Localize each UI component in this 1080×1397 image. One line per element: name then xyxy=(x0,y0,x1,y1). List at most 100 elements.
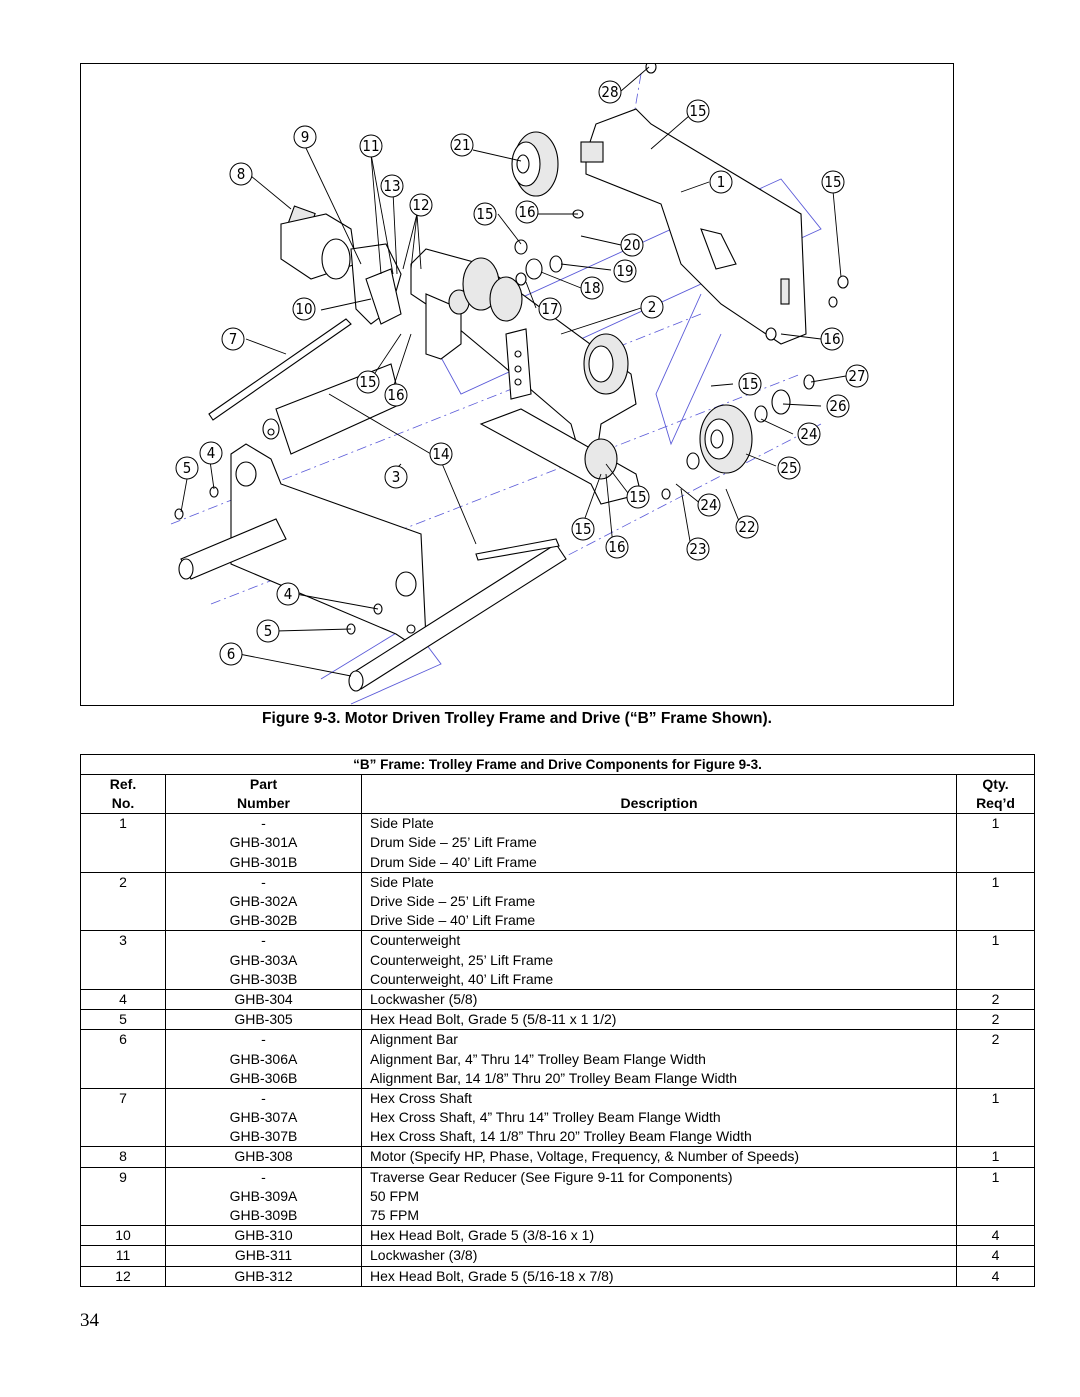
svg-text:15: 15 xyxy=(741,375,758,393)
parts-table: “B” Frame: Trolley Frame and Drive Compo… xyxy=(79,753,1036,1287)
callout-27: 27 xyxy=(845,364,869,388)
part-number-cell: GHB-312 xyxy=(165,1265,362,1287)
qty-cell xyxy=(955,969,1036,990)
svg-text:7: 7 xyxy=(229,330,238,348)
ref-cell: 3 xyxy=(80,930,166,951)
part-number-cell: - xyxy=(165,1029,362,1050)
callout-16: 16 xyxy=(384,383,408,407)
callout-group: 28 15 9 11 21 8 13 12 1 15 15 16 20 19 1… xyxy=(175,80,869,666)
ref-cell: 8 xyxy=(80,1146,166,1168)
description-cell: 50 FPM xyxy=(361,1186,957,1206)
svg-text:3: 3 xyxy=(392,468,401,486)
svg-text:15: 15 xyxy=(689,102,706,120)
qty-cell xyxy=(955,1127,1036,1147)
ref-cell xyxy=(80,911,166,931)
svg-text:4: 4 xyxy=(207,444,216,462)
part-number-cell: GHB-304 xyxy=(165,988,362,1010)
part-number-cell: GHB-302B xyxy=(165,911,362,931)
qty-cell: 1 xyxy=(955,1087,1036,1108)
part-number-cell: GHB-311 xyxy=(165,1245,362,1266)
qty-cell: 1 xyxy=(955,1146,1036,1168)
ref-cell: 11 xyxy=(80,1245,166,1266)
callout-15: 15 xyxy=(626,485,650,509)
exploded-drawing: 28 15 9 11 21 8 13 12 1 15 15 16 20 19 1… xyxy=(170,64,869,705)
description-cell: Traverse Gear Reducer (See Figure 9-11 f… xyxy=(361,1166,957,1187)
svg-text:16: 16 xyxy=(518,203,535,221)
exploded-view-figure: 28 15 9 11 21 8 13 12 1 15 15 16 20 19 1… xyxy=(80,63,954,706)
callout-6: 6 xyxy=(219,642,243,666)
callout-1: 1 xyxy=(709,170,733,194)
ref-cell xyxy=(80,1127,166,1147)
svg-text:18: 18 xyxy=(583,279,600,297)
description-cell: Counterweight, 25’ Lift Frame xyxy=(361,950,957,970)
callout-5: 5 xyxy=(256,619,280,643)
part-number-cell: GHB-306A xyxy=(165,1049,362,1069)
qty-cell: 1 xyxy=(955,813,1036,834)
description-cell: Side Plate xyxy=(361,813,957,834)
qty-cell xyxy=(955,852,1036,873)
callout-15: 15 xyxy=(473,202,497,226)
callout-17: 17 xyxy=(538,297,562,321)
callout-11: 11 xyxy=(359,134,383,158)
svg-text:2: 2 xyxy=(648,298,657,316)
callout-4: 4 xyxy=(276,582,300,606)
part-number-cell: GHB-303A xyxy=(165,950,362,970)
ref-cell: 9 xyxy=(80,1166,166,1187)
svg-text:11: 11 xyxy=(362,137,379,155)
page-number: 34 xyxy=(80,1310,99,1331)
svg-text:6: 6 xyxy=(227,645,236,663)
qty-cell: 2 xyxy=(955,1029,1036,1050)
svg-text:15: 15 xyxy=(574,520,591,538)
callout-20: 20 xyxy=(620,233,644,257)
callout-15: 15 xyxy=(571,517,595,541)
hex-cross-shaft xyxy=(208,318,352,421)
header-description: Description xyxy=(361,774,957,814)
svg-text:17: 17 xyxy=(541,300,558,318)
part-number-cell: GHB-307A xyxy=(165,1108,362,1128)
callout-4: 4 xyxy=(199,441,223,465)
part-number-cell: - xyxy=(165,813,362,834)
part-number-cell: GHB-305 xyxy=(165,1009,362,1030)
callout-16: 16 xyxy=(605,535,629,559)
description-cell: Hex Cross Shaft, 14 1/8” Thru 20” Trolle… xyxy=(361,1127,957,1147)
part-number-cell: - xyxy=(165,871,362,892)
callout-22: 22 xyxy=(735,515,759,539)
svg-text:26: 26 xyxy=(829,397,846,415)
callout-13: 13 xyxy=(380,174,404,198)
svg-text:15: 15 xyxy=(359,373,376,391)
description-cell: Motor (Specify HP, Phase, Voltage, Frequ… xyxy=(361,1146,957,1168)
description-cell: Alignment Bar, 14 1/8” Thru 20” Trolley … xyxy=(361,1068,957,1089)
svg-text:5: 5 xyxy=(264,622,273,640)
svg-text:12: 12 xyxy=(412,196,429,214)
svg-text:13: 13 xyxy=(383,177,400,195)
qty-cell xyxy=(955,1186,1036,1206)
callout-16: 16 xyxy=(820,327,844,351)
callout-24: 24 xyxy=(697,493,721,517)
qty-cell xyxy=(955,1049,1036,1069)
callout-23: 23 xyxy=(686,537,710,561)
description-cell: Alignment Bar xyxy=(361,1029,957,1050)
callout-12: 12 xyxy=(409,193,433,217)
svg-text:22: 22 xyxy=(738,518,755,536)
description-cell: Lockwasher (5/8) xyxy=(361,988,957,1010)
table-title: “B” Frame: Trolley Frame and Drive Compo… xyxy=(79,753,1036,776)
part-number-cell: GHB-302A xyxy=(165,891,362,912)
ref-cell: 10 xyxy=(80,1225,166,1246)
callout-15: 15 xyxy=(686,99,710,123)
qty-cell: 4 xyxy=(955,1265,1036,1287)
part-number-cell: - xyxy=(165,930,362,951)
ref-cell xyxy=(80,1186,166,1206)
svg-text:1: 1 xyxy=(717,173,726,191)
ref-cell: 6 xyxy=(80,1029,166,1050)
